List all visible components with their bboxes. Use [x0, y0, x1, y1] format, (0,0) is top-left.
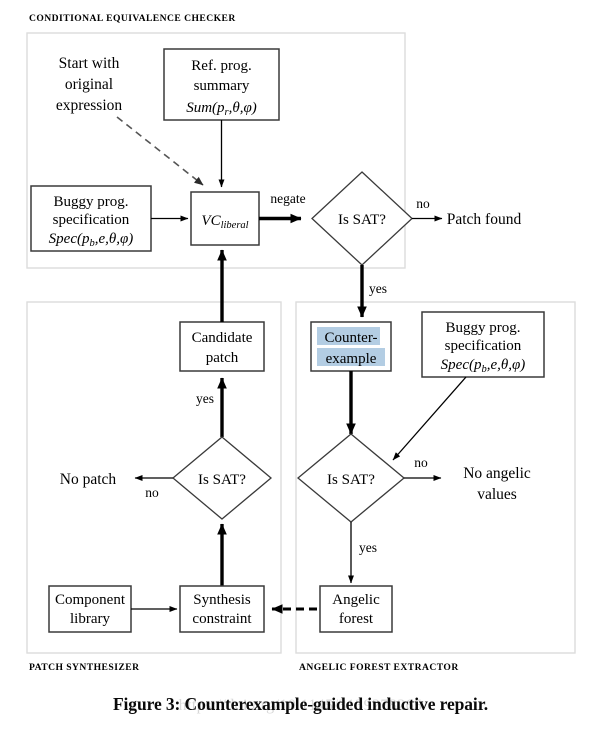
edge-start-note-to-vc [116, 116, 204, 186]
vc-liberal-formula: VCliberal [201, 213, 248, 231]
synthesis-constraint-line2: constraint [192, 611, 252, 627]
ref-summary-formula: Sum(pr,θ,φ) [186, 100, 257, 118]
edge-label-no-no-angelic: no [414, 455, 428, 470]
node-buggy-prog-specification-bottom [421, 311, 545, 378]
angelic-forest-line1: Angelic [332, 592, 380, 608]
terminal-no-angelic-line1: No angelic [463, 465, 531, 482]
is-sat-extractor-label: Is SAT? [327, 472, 375, 488]
edge-buggy-spec-bottom-to-is-sat [392, 376, 467, 461]
figure-caption: Figure 3: Counterexample-guided inductiv… [112, 694, 489, 714]
buggy-spec-bottom-formula: Spec(pb,e,θ,φ) [441, 357, 526, 375]
node-ref-prog-summary [163, 48, 280, 121]
terminal-no-patch: No patch [60, 471, 117, 488]
synthesis-constraint-line1: Synthesis [193, 592, 251, 608]
terminal-patch-found: Patch found [447, 211, 522, 228]
component-library-line1: Component [55, 592, 126, 608]
buggy-spec-bottom-line1: Buggy prog. [446, 320, 521, 336]
edge-label-yes-candidate-patch: yes [196, 391, 214, 406]
ref-summary-line2: summary [194, 78, 250, 94]
start-note-line1: Start with [59, 55, 120, 72]
edge-label-yes-angelic-forest: yes [359, 540, 377, 555]
panel-patch-synthesizer [26, 301, 282, 654]
buggy-spec-bottom-line2: specification [445, 338, 522, 354]
is-sat-synthesizer-label: Is SAT? [198, 472, 246, 488]
node-is-sat-synthesizer [171, 436, 273, 520]
edge-label-negate: negate [270, 191, 305, 206]
candidate-patch-line1: Candidate [192, 330, 253, 346]
buggy-spec-top-line1: Buggy prog. [54, 194, 129, 210]
watermark-text: https://doi.org/10.1145/3139278265 [178, 697, 423, 714]
angelic-forest-line2: forest [339, 611, 374, 627]
node-angelic-forest [319, 585, 393, 633]
buggy-spec-top-line2: specification [53, 212, 130, 228]
start-note-line2: original [65, 76, 113, 93]
counterexample-highlight-line1 [317, 327, 380, 345]
panel-conditional-equivalence-checker [26, 32, 406, 269]
component-library-line2: library [70, 611, 110, 627]
buggy-spec-top-formula: Spec(pb,e,θ,φ) [49, 231, 134, 249]
candidate-patch-line2: patch [206, 350, 239, 366]
edge-label-no-no-patch: no [145, 485, 159, 500]
counterexample-highlight-line2 [317, 348, 385, 366]
start-note-line3: expression [56, 97, 123, 114]
edge-label-yes-counterexample: yes [369, 281, 387, 296]
section-label-conditional-equivalence-checker: CONDITIONAL EQUIVALENCE CHECKER [29, 13, 236, 24]
panel-angelic-forest-extractor [295, 301, 576, 654]
section-label-patch-synthesizer: PATCH SYNTHESIZER [29, 662, 140, 673]
section-label-angelic-forest-extractor: ANGELIC FOREST EXTRACTOR [299, 662, 459, 673]
terminal-no-angelic-line2: values [477, 486, 517, 503]
is-sat-checker-label: Is SAT? [338, 212, 386, 228]
node-synthesis-constraint [179, 585, 265, 633]
counterexample-line2: example [326, 351, 377, 367]
ref-summary-line1: Ref. prog. [191, 58, 251, 74]
node-candidate-patch [179, 321, 265, 372]
edge-label-no-patch-found: no [416, 196, 430, 211]
counterexample-line1: Counter- [324, 330, 377, 346]
node-buggy-prog-specification-top [30, 185, 152, 252]
